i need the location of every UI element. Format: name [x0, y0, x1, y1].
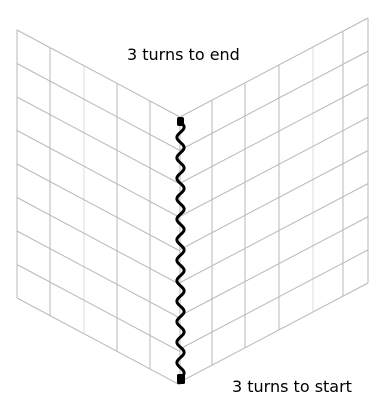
right-grid-plane	[179, 17, 369, 383]
left-grid-horizontal-line	[16, 197, 181, 285]
right-grid-horizontal-line	[179, 116, 369, 217]
left-grid-horizontal-line	[16, 297, 181, 386]
wavy-strand	[175, 120, 186, 380]
left-grid-horizontal-line	[16, 264, 181, 352]
right-grid-horizontal-line	[179, 83, 369, 184]
left-grid-horizontal-line	[16, 130, 181, 218]
right-grid-horizontal-line	[179, 17, 369, 118]
right-grid-horizontal-line	[179, 249, 369, 350]
bottom-label: 3 turns to start	[232, 377, 352, 394]
right-grid-horizontal-line	[179, 50, 369, 151]
right-grid-horizontal-line	[179, 183, 369, 284]
strand-bottom-end-marker	[177, 374, 185, 384]
left-grid-horizontal-line	[16, 163, 181, 252]
right-grid-horizontal-line	[179, 150, 369, 250]
right-grid-horizontal-line	[179, 216, 369, 317]
top-label: 3 turns to end	[127, 45, 240, 64]
right-grid-horizontal-line	[179, 282, 369, 383]
left-grid-horizontal-line	[16, 29, 181, 118]
left-grid-horizontal-line	[16, 230, 181, 319]
left-grid-plane	[16, 29, 181, 386]
strand-top-end-marker	[177, 117, 184, 126]
left-grid-horizontal-line	[16, 96, 181, 185]
left-grid-horizontal-line	[16, 63, 181, 151]
